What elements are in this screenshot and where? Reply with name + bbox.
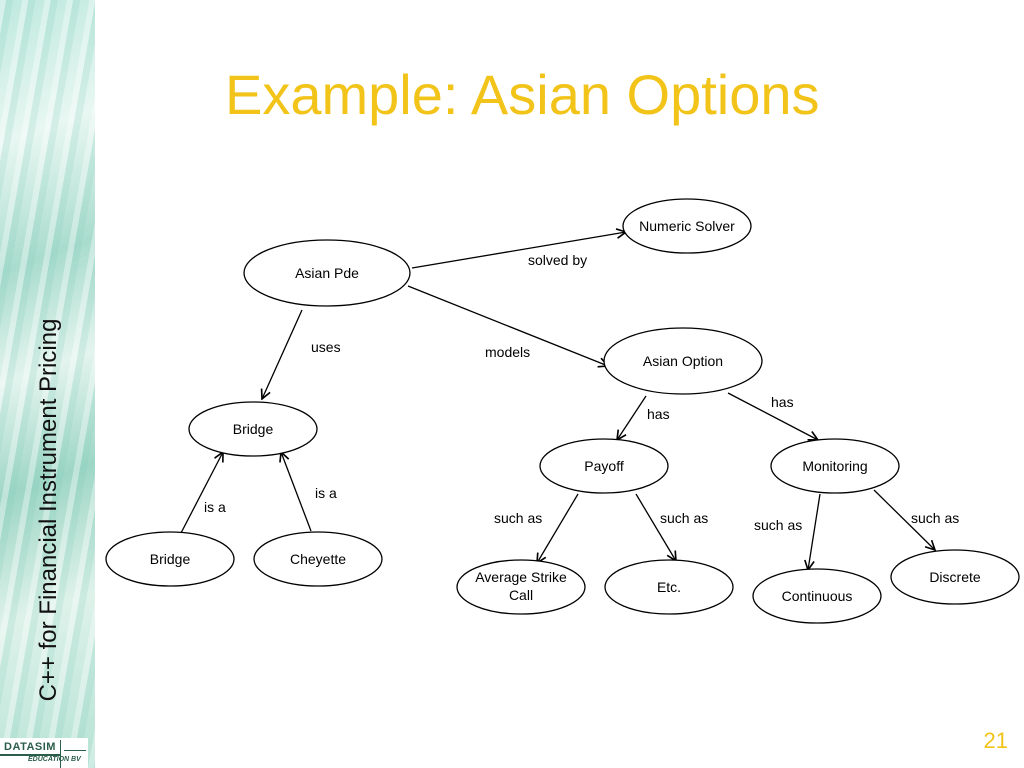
edge-solved-by: [411, 232, 626, 269]
datasim-logo: DATASIM EDUCATION BV: [0, 738, 88, 768]
node-label: Asian Option: [643, 353, 723, 369]
edge-label-uses: uses: [311, 339, 341, 355]
edge-models: [407, 285, 608, 366]
node-label: Bridge: [233, 421, 274, 437]
edge-is-a-cheyette: [281, 452, 312, 532]
edge-label-has-monitoring: has: [771, 394, 794, 410]
node-bridge-top: Bridge: [188, 401, 318, 457]
edge-label-is-a-cheyette: is a: [315, 485, 337, 501]
edge-label-has-payoff: has: [647, 406, 670, 422]
node-average-strike-call: Average Strike Call: [456, 559, 586, 615]
edge-has-monitoring: [727, 392, 818, 440]
node-label: Discrete: [929, 569, 981, 585]
logo-divider-horizontal: [64, 750, 86, 751]
node-label: Cheyette: [290, 551, 346, 567]
node-label: Asian Pde: [295, 265, 359, 281]
edge-label-models: models: [485, 344, 530, 360]
node-numeric-solver: Numeric Solver: [622, 198, 752, 254]
node-label: Payoff: [584, 458, 624, 474]
edge-label-is-a-bridge: is a: [204, 499, 226, 515]
node-label-line-2: Call: [509, 587, 533, 603]
logo-wordmark: DATASIM: [4, 741, 56, 753]
decorative-sidebar: C++ for Financial Instrument Pricing: [0, 0, 95, 768]
logo-divider: [60, 740, 61, 768]
logo-bar: [0, 754, 60, 756]
edge-such-as-average-strike: [537, 493, 579, 563]
page-number: 21: [983, 728, 1008, 753]
node-monitoring: Monitoring: [770, 438, 900, 494]
node-bridge-bottom: Bridge: [105, 531, 235, 587]
node-label: Bridge: [150, 551, 191, 567]
edge-label-such-as-discrete: such as: [911, 510, 959, 526]
logo-subtitle: EDUCATION BV: [28, 756, 81, 763]
node-label: Continuous: [782, 588, 853, 604]
node-asian-option: Asian Option: [603, 327, 763, 395]
node-asian-pde: Asian Pde: [243, 239, 411, 307]
node-label-line-1: Average Strike: [475, 569, 567, 585]
node-label: Etc.: [657, 579, 681, 595]
node-etc: Etc.: [604, 559, 734, 615]
edge-such-as-etc: [635, 493, 676, 561]
node-label: Numeric Solver: [639, 218, 735, 234]
node-cheyette: Cheyette: [253, 531, 383, 587]
edge-uses: [262, 309, 303, 399]
node-discrete: Discrete: [890, 549, 1020, 605]
node-label: Monitoring: [802, 458, 867, 474]
edge-label-such-as-continuous: such as: [754, 517, 802, 533]
edge-such-as-discrete: [873, 489, 935, 550]
slide-title: Example: Asian Options: [225, 63, 820, 126]
node-continuous: Continuous: [752, 568, 882, 624]
edge-label-solved-by: solved by: [528, 252, 587, 268]
edge-label-such-as-etc: such as: [660, 510, 708, 526]
edge-has-payoff: [617, 395, 647, 440]
node-payoff: Payoff: [539, 438, 669, 494]
edge-is-a-bridge: [180, 452, 223, 534]
edge-such-as-continuous: [808, 493, 821, 570]
edge-label-such-as-average-strike: such as: [494, 510, 542, 526]
